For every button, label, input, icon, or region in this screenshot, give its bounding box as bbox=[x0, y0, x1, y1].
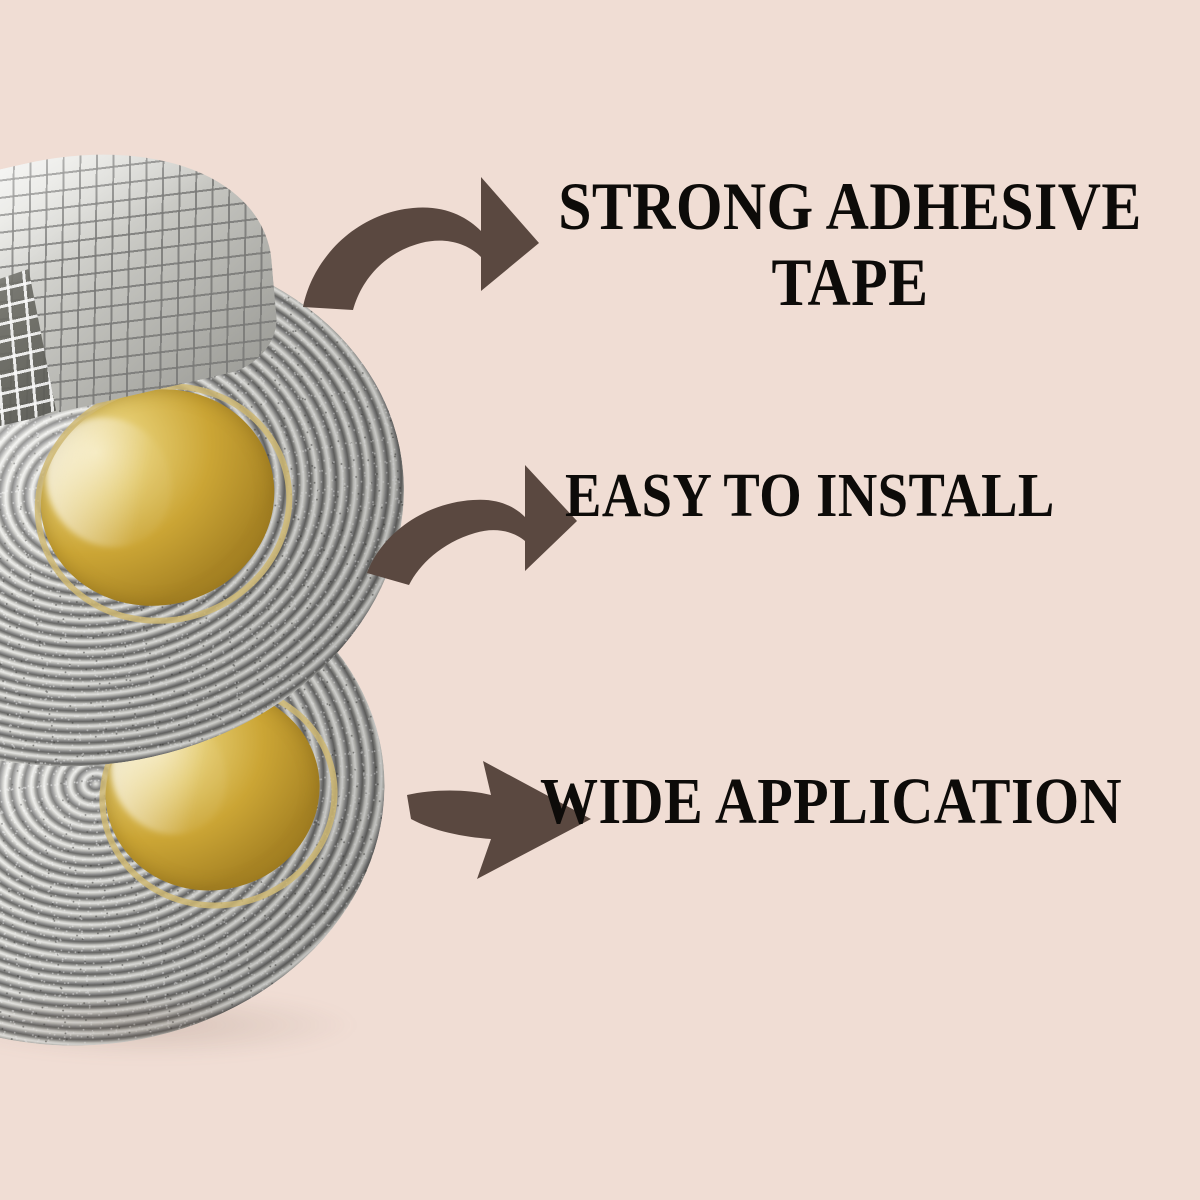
product-contact-shadow bbox=[0, 990, 360, 1060]
arrow-strong-adhesive bbox=[295, 165, 545, 310]
roll-shading-lower bbox=[0, 515, 410, 1075]
core-rim-upper bbox=[6, 352, 321, 655]
adhesive-core-upper bbox=[14, 361, 301, 634]
foil-mesh-dark-squares bbox=[0, 269, 56, 461]
foil-sparkle-lower bbox=[0, 515, 410, 1075]
feature-label-strong-adhesive: STRONG ADHESIVE TAPE bbox=[558, 168, 1142, 321]
foil-mesh-gloss bbox=[0, 109, 281, 461]
foil-mesh-surface bbox=[0, 109, 281, 461]
tape-roll-lower bbox=[0, 515, 410, 1075]
arrow-easy-install bbox=[365, 455, 580, 585]
core-rim-lower bbox=[75, 658, 362, 934]
feature-label-wide-application: WIDE APPLICATION bbox=[540, 765, 1123, 838]
adhesive-core-lower bbox=[84, 666, 341, 914]
feature-label-easy-install: EASY TO INSTALL bbox=[565, 462, 1055, 530]
arrow-wide-application bbox=[405, 757, 595, 882]
tape-coil-rings-lower bbox=[0, 515, 410, 1075]
